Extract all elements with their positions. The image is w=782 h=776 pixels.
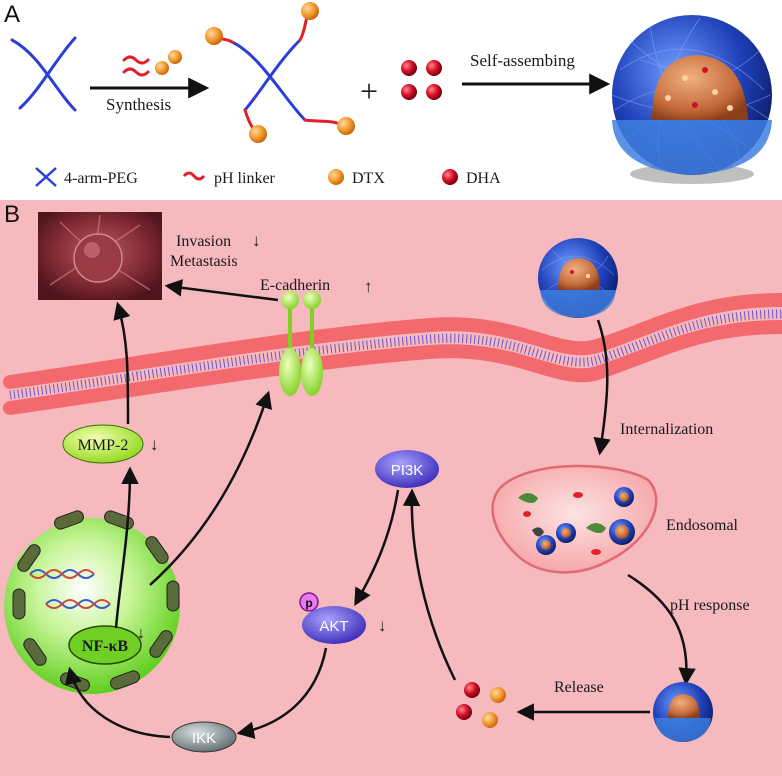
ikk-node	[171, 721, 237, 753]
linker-reagent-icon	[122, 55, 150, 77]
dtx-reagent-icon	[155, 61, 169, 75]
nanoparticle-released-icon	[653, 682, 713, 742]
ikk-label: IKK	[192, 730, 216, 747]
tumor-cell-image	[38, 212, 162, 300]
arrow-nfkb-to-mmp2	[114, 466, 139, 629]
arrow-nfkb-to-cadherin	[149, 390, 272, 586]
legend-linker: pH linker	[214, 170, 276, 187]
internalization-label: Internalization	[620, 421, 713, 438]
mmp2-down-arrow: ↓	[150, 435, 159, 454]
release-label: Release	[554, 679, 604, 696]
akt-down-arrow: ↓	[378, 616, 387, 635]
invasion-down-arrow: ↓	[252, 231, 261, 250]
arrow-akt-to-ikk	[236, 647, 328, 739]
arrow-mmp2-to-tumor	[113, 301, 131, 425]
legend: 4-arm-PEG pH linker DTX DHA	[35, 167, 501, 187]
peg-molecule-icon	[10, 36, 77, 112]
nanoparticle-outside-icon	[538, 238, 618, 318]
akt-label: AKT	[319, 618, 348, 635]
arrow-drugs-to-pi3k	[402, 488, 457, 681]
self-assembling-label: Self-assembing	[470, 51, 575, 70]
nfkb-down-arrow: ↓	[137, 625, 145, 642]
mmp2-node	[62, 424, 144, 464]
legend-dha: DHA	[466, 170, 501, 187]
arrow-ph-response	[627, 573, 696, 686]
synthesis-label: Synthesis	[106, 95, 171, 114]
metastasis-label: Metastasis	[170, 253, 238, 270]
pi3k-node	[375, 450, 439, 488]
dna-icon	[29, 569, 111, 609]
dtx-reagent-icon	[168, 50, 182, 64]
pi3k-label: PI3K	[391, 462, 424, 479]
panel-a-label: A	[4, 1, 20, 28]
e-cadherin-protein-icon	[279, 291, 323, 396]
dha-group-icon	[401, 60, 442, 100]
e-cadherin-up-arrow: ↑	[364, 277, 373, 296]
peg-dtx-conjugate-icon	[205, 2, 355, 143]
nfkb-label: NF-κB	[82, 638, 129, 655]
arrow-cadherin-to-tumor	[164, 279, 279, 302]
legend-peg: 4-arm-PEG	[64, 170, 138, 187]
arrow-ikk-to-nfkb	[64, 666, 171, 739]
panel-b-label: B	[4, 201, 20, 228]
phospho-label: p	[305, 596, 312, 610]
ph-response-label: pH response	[670, 597, 750, 614]
invasion-label: Invasion	[176, 233, 231, 250]
endosome-icon	[491, 464, 658, 574]
nanoparticle-icon	[611, 15, 772, 184]
arrow-pi3k-to-akt	[354, 489, 400, 607]
mmp2-label: MMP-2	[78, 437, 129, 454]
endosomal-label: Endosomal	[666, 517, 739, 534]
nfkb-node	[68, 625, 142, 665]
cell-membrane	[3, 293, 782, 415]
phospho-badge	[299, 592, 319, 612]
legend-dtx: DTX	[352, 170, 385, 187]
e-cadherin-label: E-cadherin	[260, 277, 330, 294]
arrow-internalization	[593, 319, 611, 456]
plus-sign: +	[360, 73, 378, 109]
released-drugs-icon	[456, 682, 506, 728]
akt-node	[302, 606, 366, 644]
